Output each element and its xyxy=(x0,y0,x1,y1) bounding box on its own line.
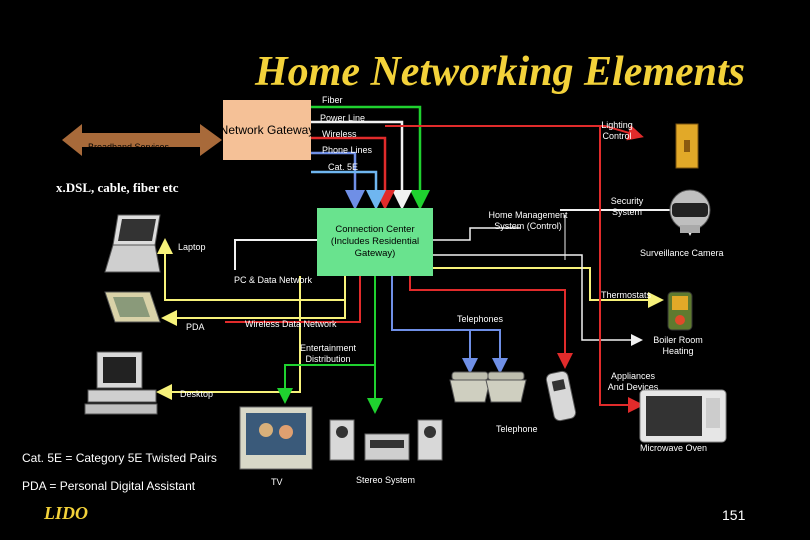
lighting-control-label: Lighting Control xyxy=(601,120,633,141)
desktop-label: Desktop xyxy=(180,389,214,399)
thermostats-label: Thermostats xyxy=(601,290,652,300)
microwave-icon xyxy=(639,389,727,443)
entertainment-line xyxy=(277,276,376,404)
thermostat-icon xyxy=(667,291,693,331)
tv-icon xyxy=(239,406,313,470)
power-line xyxy=(311,120,412,210)
fiber-label: Fiber xyxy=(322,95,343,105)
lido-logo: LIDO xyxy=(44,503,88,523)
tv-label: TV xyxy=(271,477,283,487)
home-management-label: Home Management System (Control) xyxy=(488,210,568,231)
laptop-icon xyxy=(104,214,161,273)
phone-lines-label: Phone Lines xyxy=(322,145,373,155)
page-number: 151 xyxy=(722,507,746,523)
wireless-label: Wireless xyxy=(322,129,357,139)
phone-line xyxy=(311,151,365,210)
telephones-line xyxy=(391,276,478,374)
desktop-icon xyxy=(84,351,158,415)
telephone-label: Telephone xyxy=(496,424,538,434)
legend-cat5e: Cat. 5E = Category 5E Twisted Pairs xyxy=(22,451,217,465)
pc-data-network-label: PC & Data Network xyxy=(234,275,313,285)
broadband-arrow xyxy=(62,124,222,156)
desktop-line xyxy=(156,276,301,400)
cat5e-label: Cat. 5E xyxy=(328,162,359,172)
pc-data-line xyxy=(157,238,346,301)
wireless-data-line xyxy=(225,276,361,323)
telephones-label: Telephones xyxy=(457,314,504,324)
cc-laptop-line xyxy=(234,239,317,270)
microwave-label: Microwave Oven xyxy=(640,443,708,453)
fiber-line xyxy=(311,105,430,210)
network-gateway-box: Network Gateway xyxy=(220,100,314,160)
wireless-to-lighting xyxy=(385,125,644,141)
thermostat-line xyxy=(433,267,664,308)
boiler-line xyxy=(433,254,643,346)
pda-line xyxy=(161,300,346,326)
entertainment-label: Entertainment Distribution xyxy=(299,343,357,364)
security-system-label: Security System xyxy=(610,196,644,217)
connection-center-box: Connection Center (Includes Residential … xyxy=(317,208,433,276)
power-line-label: Power Line xyxy=(320,113,366,123)
pda-label: PDA xyxy=(186,322,205,332)
security-camera-icon xyxy=(669,189,711,233)
legend-pda: PDA = Personal Digital Assistant xyxy=(22,479,196,493)
appliances-label: Appliances And Devices xyxy=(607,371,659,392)
home-mgmt-line xyxy=(433,227,520,241)
stereo-icon xyxy=(329,419,443,461)
wireless-data-network-label: Wireless Data Network xyxy=(245,319,337,329)
xdsl-label: x.DSL, cable, fiber etc xyxy=(56,180,179,195)
cellphone-line xyxy=(409,276,573,369)
laptop-label: Laptop xyxy=(178,242,206,252)
lighting-switch-icon xyxy=(675,123,699,169)
desk-phone-icon xyxy=(449,371,527,403)
broadband-label: Broadband Services xyxy=(88,142,170,152)
surveillance-camera-label: Surveillance Camera xyxy=(640,248,724,258)
pda-icon xyxy=(104,291,161,323)
cat5e-line xyxy=(311,170,386,210)
stereo-label: Stereo System xyxy=(356,475,416,485)
appliances-line xyxy=(599,126,644,413)
boiler-label: Boiler Room Heating xyxy=(653,335,703,356)
page-title: Home Networking Elements xyxy=(255,49,746,95)
telephones-line-2 xyxy=(470,329,508,374)
cell-phone-icon xyxy=(545,370,577,422)
wireless-line xyxy=(311,136,395,210)
